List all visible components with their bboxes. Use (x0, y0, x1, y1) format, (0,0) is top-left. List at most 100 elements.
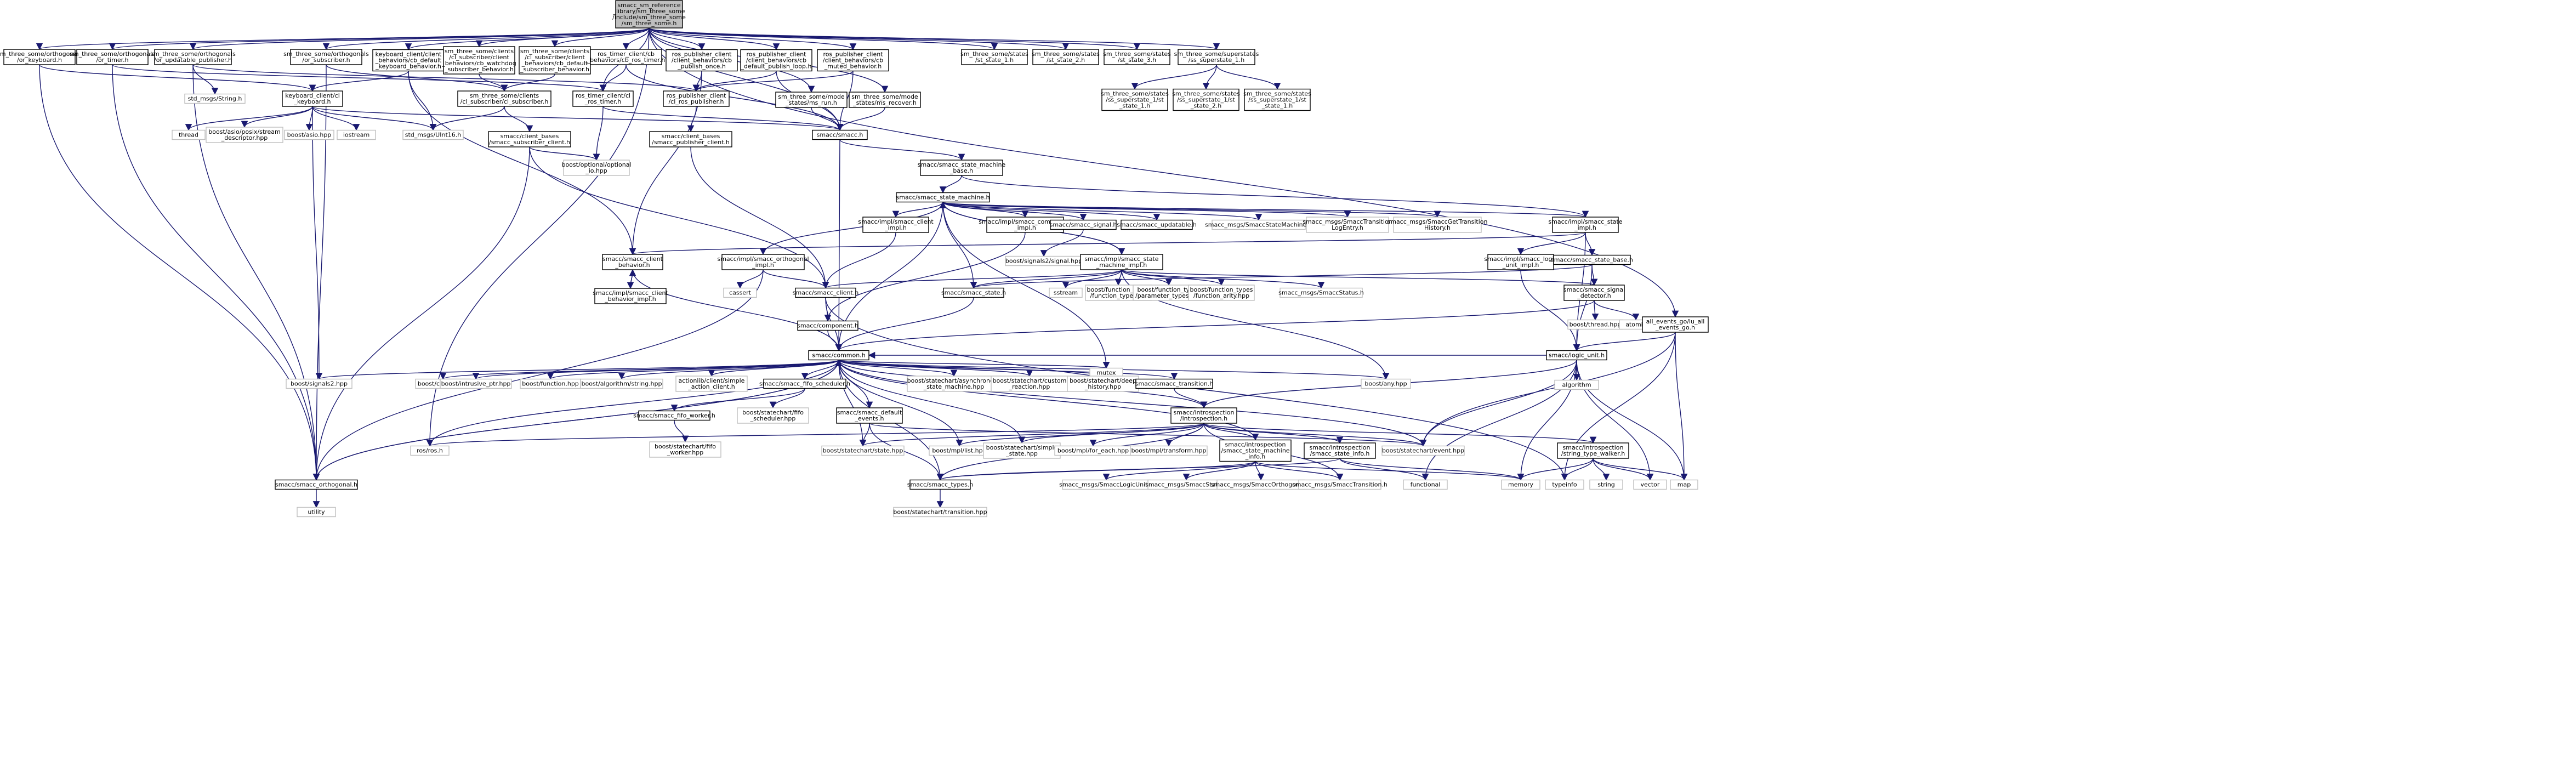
node-cl-ros-pub[interactable]: ros_publisher_client/cl_ros_publisher.h (663, 90, 730, 107)
node-cb-pub-loop[interactable]: ros_publisher_client/client_behaviors/cb… (740, 49, 812, 72)
node-b-mpl-list[interactable]: boost/mpl/list.hpp (929, 445, 990, 456)
node-b-transition[interactable]: boost/statechart/transition.hpp (893, 507, 987, 518)
node-sm-info[interactable]: smacc/introspection/smacc_state_machine_… (1219, 439, 1292, 462)
node-cb-pub-once[interactable]: ros_publisher_client/client_behaviors/cb… (666, 49, 738, 72)
node-cb-ros-timer[interactable]: ros_timer_client/cb_behaviors/cb_ros_tim… (587, 49, 666, 65)
node-or-kb[interactable]: sm_three_some/orthogonals/or_keyboard.h (0, 49, 82, 65)
node-b-deep-hist[interactable]: boost/statechart/deep_history.hpp (1067, 376, 1139, 392)
node-typeinfo[interactable]: typeinfo (1545, 479, 1584, 490)
node-b-transform[interactable]: boost/mpl/transform.hpp (1130, 445, 1208, 456)
node-signals2-sig[interactable]: boost/signals2/signal.hpp (1005, 255, 1083, 266)
node-functional[interactable]: functional (1403, 479, 1448, 490)
node-client-h[interactable]: smacc/smacc_client.h (793, 287, 858, 298)
node-msg-trans[interactable]: smacc_msgs/SmaccTransition.h (1292, 479, 1387, 490)
node-signal-det[interactable]: smacc/smacc_signal_detector.h (1563, 285, 1625, 301)
node-fifo-sched[interactable]: smacc/smacc_fifo_scheduler.h (759, 378, 850, 389)
node-logic-unit[interactable]: smacc/logic_unit.h (1546, 350, 1607, 361)
node-msg-sm[interactable]: smacc_msgs/SmaccStateMachine.h (1205, 219, 1312, 230)
node-ms-run[interactable]: sm_three_some/mode_states/ms_run.h (775, 92, 848, 108)
node-sstream[interactable]: sstream (1049, 287, 1083, 298)
node-cb-kb[interactable]: keyboard_client/client_behaviors/cb_defa… (372, 49, 445, 72)
node-uint16[interactable]: std_msgs/UInt16.h (402, 129, 464, 140)
node-b-custom-react[interactable]: boost/statechart/custom_reaction.hpp (991, 376, 1068, 392)
node-cb-defsub[interactable]: sm_three_some/clients/cl_subscriber/clie… (519, 46, 591, 75)
node-component-h[interactable]: smacc/component.h (797, 320, 858, 331)
node-memory[interactable]: memory (1501, 479, 1540, 490)
node-b-for-each[interactable]: boost/mpl/for_each.hpp (1054, 445, 1132, 456)
node-action-client[interactable]: actionlib/client/simple_action_client.h (675, 376, 748, 392)
node-thread[interactable]: thread (172, 129, 206, 140)
node-updatable[interactable]: smacc/smacc_updatable.h (1117, 219, 1197, 230)
node-all-events[interactable]: all_events_go/lu_all_events_go.h (1642, 316, 1709, 333)
node-ss1[interactable]: sm_three_some/superstates/ss_superstate_… (1174, 49, 1259, 65)
node-ft-arity[interactable]: boost/function_types/function_arity.hpp (1188, 285, 1255, 301)
node-boost-thread[interactable]: boost/thread.hpp (1567, 319, 1623, 330)
node-sm-base[interactable]: smacc/smacc_state_machine_base.h (918, 160, 1006, 176)
node-sm-impl[interactable]: smacc/impl/smacc_state_machine_impl.h (1080, 254, 1163, 270)
node-b-fifo-sched[interactable]: boost/statechart/fifo_scheduler.hpp (737, 407, 809, 424)
node-ss1-s1b[interactable]: sm_three_some/states/ss_superstate_1/st_… (1243, 88, 1311, 111)
node-boost-any[interactable]: boost/any.hpp (1361, 378, 1411, 389)
node-common[interactable]: smacc/common.h (808, 350, 869, 361)
node-ft-param[interactable]: boost/function_types/parameter_types.hpp (1133, 285, 1205, 301)
node-impl-client[interactable]: smacc/impl/smacc_client_impl.h (858, 217, 934, 233)
node-fifo-worker[interactable]: smacc/smacc_fifo_worker.h (633, 410, 715, 421)
node-client-beh[interactable]: smacc/smacc_client_behavior.h (602, 254, 663, 270)
node-b-simple-state[interactable]: boost/statechart/simple_state.hpp (983, 442, 1061, 459)
node-or-sub[interactable]: sm_three_some/orthogonals/or_subscriber.… (283, 49, 369, 65)
node-vector[interactable]: vector (1633, 479, 1667, 490)
node-signals2[interactable]: boost/signals2.hpp (286, 378, 352, 389)
node-kb-client[interactable]: keyboard_client/cl_keyboard.h (282, 90, 343, 107)
node-iostream[interactable]: iostream (337, 129, 376, 140)
node-cl-sub[interactable]: sm_three_some/clients/cl_subscriber/cl_s… (457, 90, 551, 107)
node-opt-io[interactable]: boost/optional/optional_io.hpp (561, 160, 632, 176)
node-b-function[interactable]: boost/function.hpp (520, 378, 581, 389)
node-client-beh-impl[interactable]: smacc/impl/smacc_client_behavior_impl.h (593, 288, 668, 304)
node-or-upd[interactable]: sm_three_some/orthogonals/or_updatable_p… (150, 49, 236, 65)
node-msg-orth[interactable]: smacc_msgs/SmaccOrthogonal.h (1211, 479, 1311, 490)
node-asio[interactable]: boost/asio.hpp (284, 129, 334, 140)
node-impl-logic[interactable]: smacc/impl/smacc_logic_unit_impl.h (1484, 254, 1557, 270)
node-string[interactable]: string (1589, 479, 1623, 490)
node-transition-h[interactable]: smacc/smacc_transition.h (1135, 378, 1214, 389)
node-map[interactable]: map (1670, 479, 1698, 490)
node-msg-status[interactable]: smacc_msgs/SmaccStatus.h (1278, 287, 1364, 298)
node-cl-ros-timer[interactable]: ros_timer_client/cl_ros_timer.h (572, 90, 634, 107)
node-mutex[interactable]: mutex (1089, 367, 1123, 378)
node-cl-bases-pub[interactable]: smacc/client_bases/smacc_publisher_clien… (649, 131, 732, 147)
node-msg-logic[interactable]: smacc_msgs/SmaccLogicUnit.h (1059, 479, 1153, 490)
node-st3[interactable]: sm_three_some/states/st_state_3.h (1103, 49, 1171, 65)
node-algorithm[interactable]: algorithm (1554, 379, 1599, 390)
node-b-state[interactable]: boost/statechart/state.hpp (821, 445, 905, 456)
node-type-walker[interactable]: smacc/introspection/string_type_walker.h (1557, 442, 1629, 459)
node-b-async-sm[interactable]: boost/statechart/asynchronous_state_mach… (907, 376, 1001, 392)
node-b-event[interactable]: boost/statechart/event.hpp (1381, 445, 1465, 456)
node-b-alg-string[interactable]: boost/algorithm/string.hpp (580, 378, 663, 389)
node-cl-bases-sub[interactable]: smacc/client_bases/smacc_subscriber_clie… (488, 131, 571, 147)
node-state-info[interactable]: smacc/introspection/smacc_state_info.h (1304, 442, 1376, 459)
node-signal-h[interactable]: smacc/smacc_signal.h (1050, 219, 1117, 230)
node-impl-state[interactable]: smacc/impl/smacc_state_impl.h (1548, 217, 1623, 233)
node-cb-wd[interactable]: sm_three_some/clients/cl_subscriber/clie… (441, 46, 516, 75)
node-std-string[interactable]: std_msgs/String.h (184, 93, 246, 104)
node-ss1-s1[interactable]: sm_three_some/states/ss_superstate_1/st_… (1101, 88, 1169, 111)
node-introspection[interactable]: smacc/introspection/introspection.h (1170, 407, 1237, 424)
node-b-intrusive[interactable]: boost/intrusive_ptr.hpp (440, 378, 512, 389)
node-smacc-h[interactable]: smacc/smacc.h (812, 129, 868, 140)
node-b-fifo-worker[interactable]: boost/statechart/fifo_worker.hpp (649, 441, 721, 458)
node-default-events[interactable]: smacc/smacc_default_events.h (836, 407, 903, 424)
node-cassert[interactable]: cassert (723, 287, 757, 298)
node-utility[interactable]: utility (297, 507, 336, 518)
node-ss1-s2[interactable]: sm_three_some/states/ss_superstate_1/st_… (1172, 88, 1240, 111)
node-rosros[interactable]: ros/ros.h (410, 445, 450, 456)
node-orthogonal-h[interactable]: smacc/smacc_orthogonal.h (275, 479, 358, 490)
node-root[interactable]: smacc_sm_reference_library/sm_three_some… (612, 0, 686, 29)
node-st2[interactable]: sm_three_some/states/st_state_2.h (1032, 49, 1100, 65)
node-ms-recover[interactable]: sm_three_some/mode_states/ms_recover.h (849, 92, 921, 108)
node-or-timer[interactable]: sm_three_some/orthogonals/or_timer.h (70, 49, 155, 65)
node-sm-h[interactable]: smacc/smacc_state_machine.h (896, 192, 990, 203)
node-state-base[interactable]: smacc/smacc_state_base.h (1551, 254, 1633, 265)
node-impl-orth[interactable]: smacc/impl/smacc_orthogonal_impl.h (717, 254, 809, 270)
